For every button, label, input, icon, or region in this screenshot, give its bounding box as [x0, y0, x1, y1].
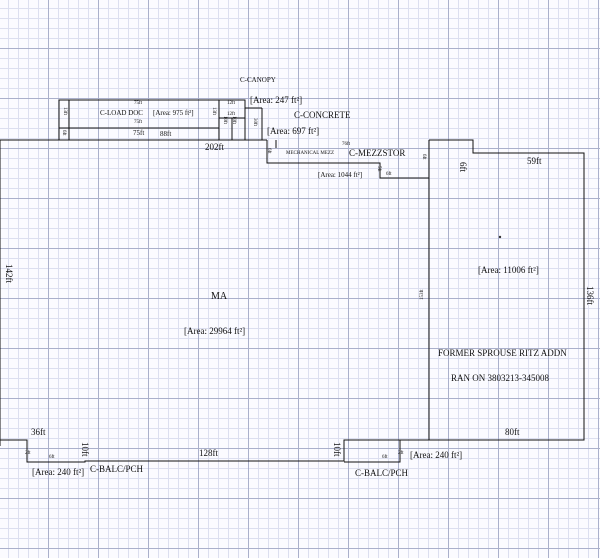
- main-area-left-dim: 142ft: [4, 264, 14, 283]
- main-area-right-segment: 153ft: [420, 289, 425, 300]
- balcony-left-mark-a: 6ft: [49, 455, 55, 460]
- balcony-right-outline: [344, 439, 401, 463]
- mezzanine-left-dim: 6ft: [266, 148, 271, 154]
- mezzanine-label: MECHANICAL MEZZ: [286, 151, 335, 156]
- balcony-left-label: C-BALC/PCH: [90, 464, 144, 474]
- load-dock-right-dim: 13ft: [211, 107, 216, 116]
- mezz-store-label: C-MEZZSTOR: [349, 148, 406, 158]
- mezzanine-corner-mark: 6ft: [421, 154, 426, 160]
- load-dock-mid-dim: 75ft: [134, 120, 143, 125]
- balcony-left-top-dim: 36ft: [31, 427, 46, 437]
- balcony-left-side-dim: 10ft: [80, 442, 90, 457]
- mezzanine-top-dim: 76ft: [342, 142, 351, 147]
- concrete-side-dim: 30ft: [252, 118, 257, 127]
- load-dock-low-dim: 6ft: [61, 130, 66, 136]
- mezzanine-outline: [266, 140, 429, 179]
- balcony-right-label: C-BALC/PCH: [355, 468, 409, 478]
- balcony-right-side-dim: 10ft: [332, 442, 342, 457]
- addition-right-dim: 136ft: [585, 286, 595, 305]
- balcony-right-mark-b: 2ft: [398, 451, 404, 456]
- concrete-area: [Area: 697 ft²]: [267, 126, 320, 136]
- mezzanine-bottom-mark: 6ft: [386, 172, 392, 177]
- canopy-side-a: 10ft: [222, 116, 227, 125]
- main-area-area: [Area: 29964 ft²]: [184, 326, 246, 336]
- load-dock-segment-dim: 88ft: [160, 130, 172, 138]
- addition-outline: [429, 139, 585, 441]
- balcony-left-mark-b: 2ft: [25, 451, 31, 456]
- balcony-left-area: [Area: 240 ft²]: [32, 467, 85, 477]
- balcony-right-area: [Area: 240 ft²]: [410, 450, 463, 460]
- mezzanine-right-mark: 5ft: [376, 166, 381, 172]
- load-dock-left-dim: 13ft: [62, 107, 67, 116]
- main-area-bottom-dim: 128ft: [199, 448, 218, 458]
- canopy-top-dim: 12ft: [227, 101, 236, 106]
- load-dock-area: [Area: 975 ft²]: [153, 109, 194, 117]
- concrete-label: C-CONCRETE: [294, 110, 351, 120]
- balcony-right-mark-a: 6ft: [382, 455, 388, 460]
- mezzanine-area: [Area: 1044 ft²]: [318, 171, 363, 179]
- load-dock-top-dim: 75ft: [134, 101, 143, 106]
- canopy-area: [Area: 247 ft²]: [250, 95, 303, 105]
- addition-note: RAN ON 3803213-345008: [451, 373, 549, 383]
- addition-name: FORMER SPROUSE RITZ ADDN: [438, 348, 567, 358]
- main-area-label: MA: [211, 291, 228, 302]
- load-dock-label: C-LOAD DOC: [100, 109, 143, 117]
- canopy-mid-dim: 12ft: [227, 112, 236, 117]
- canopy-side-b: 10ft: [231, 116, 236, 125]
- addition-top-dim: 59ft: [527, 156, 542, 166]
- addition-notch-dim: 6ft: [458, 162, 468, 172]
- canopy-label: C-CANOPY: [240, 76, 276, 84]
- load-dock-bottom-dim: 75ft: [133, 129, 145, 137]
- addition-bottom-dim: 80ft: [505, 427, 520, 437]
- addition-area: [Area: 11006 ft²]: [478, 265, 539, 275]
- main-area-top-dim: 202ft: [205, 142, 224, 152]
